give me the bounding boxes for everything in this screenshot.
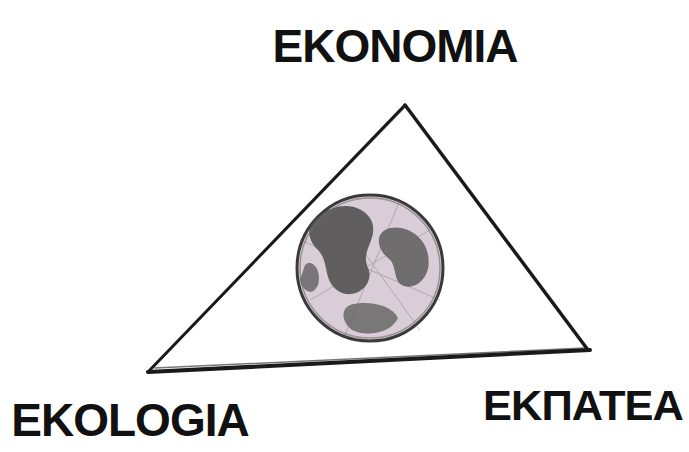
corner-label: EKOLOGIA: [11, 397, 248, 443]
globe: [297, 195, 443, 341]
corner-label: EKONOMIA: [273, 23, 518, 69]
triangle: [148, 105, 590, 372]
corner-label: EKΠATEA: [483, 383, 683, 426]
